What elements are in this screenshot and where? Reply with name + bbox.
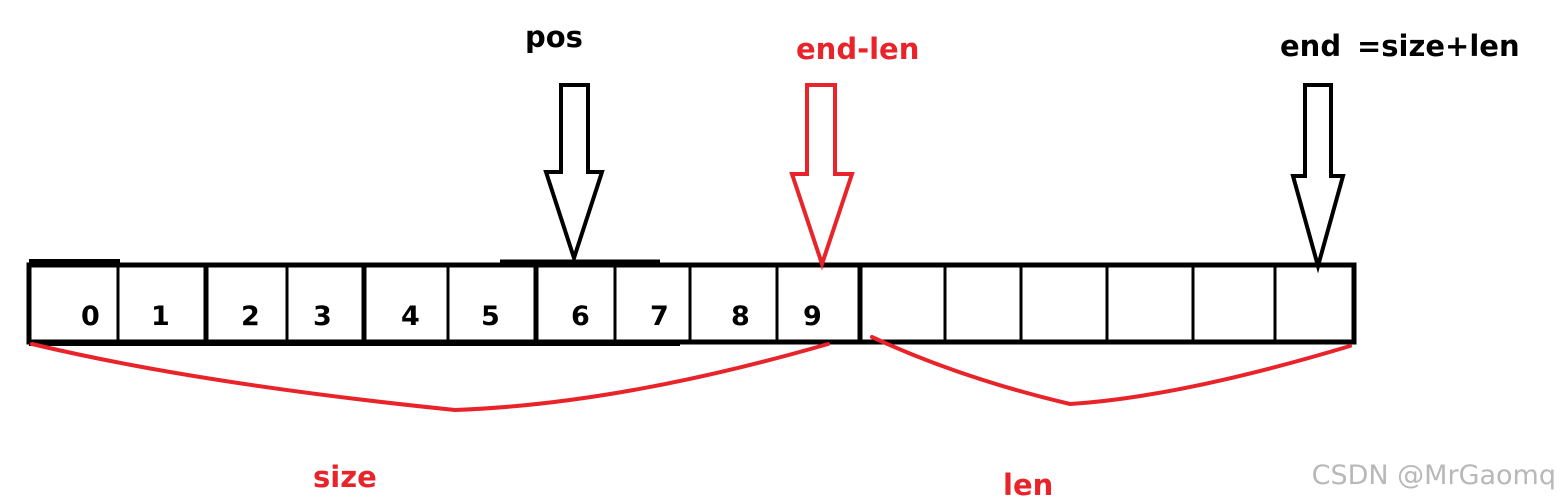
curly-brace-icon — [30, 342, 830, 413]
end-label: end — [1280, 29, 1342, 63]
size-label: size — [313, 460, 377, 494]
array-cell-value: 7 — [650, 301, 669, 332]
array-cell-value: 8 — [731, 301, 750, 332]
pos-label: pos — [525, 20, 583, 54]
array-cell-value: 0 — [81, 301, 100, 332]
down-arrow-icon — [1290, 83, 1346, 274]
array-cell-value: 1 — [151, 301, 170, 332]
array-cell-value: 4 — [401, 301, 420, 332]
len-label: len — [1003, 468, 1054, 502]
down-arrow-icon — [789, 83, 855, 271]
cell-dividers — [116, 265, 1277, 342]
curly-brace-icon — [870, 335, 1352, 407]
watermark: CSDN @MrGaomq — [1311, 460, 1556, 491]
end-len-label: end-len — [796, 32, 920, 66]
end-formula-label: =size+len — [1357, 29, 1520, 63]
array-cell-value: 9 — [803, 301, 822, 332]
array-cell-value: 5 — [481, 301, 500, 332]
array-cell-value: 6 — [571, 301, 590, 332]
array-cell-value: 3 — [313, 301, 332, 332]
down-arrow-icon — [543, 83, 605, 265]
array-cell-value: 2 — [241, 301, 260, 332]
